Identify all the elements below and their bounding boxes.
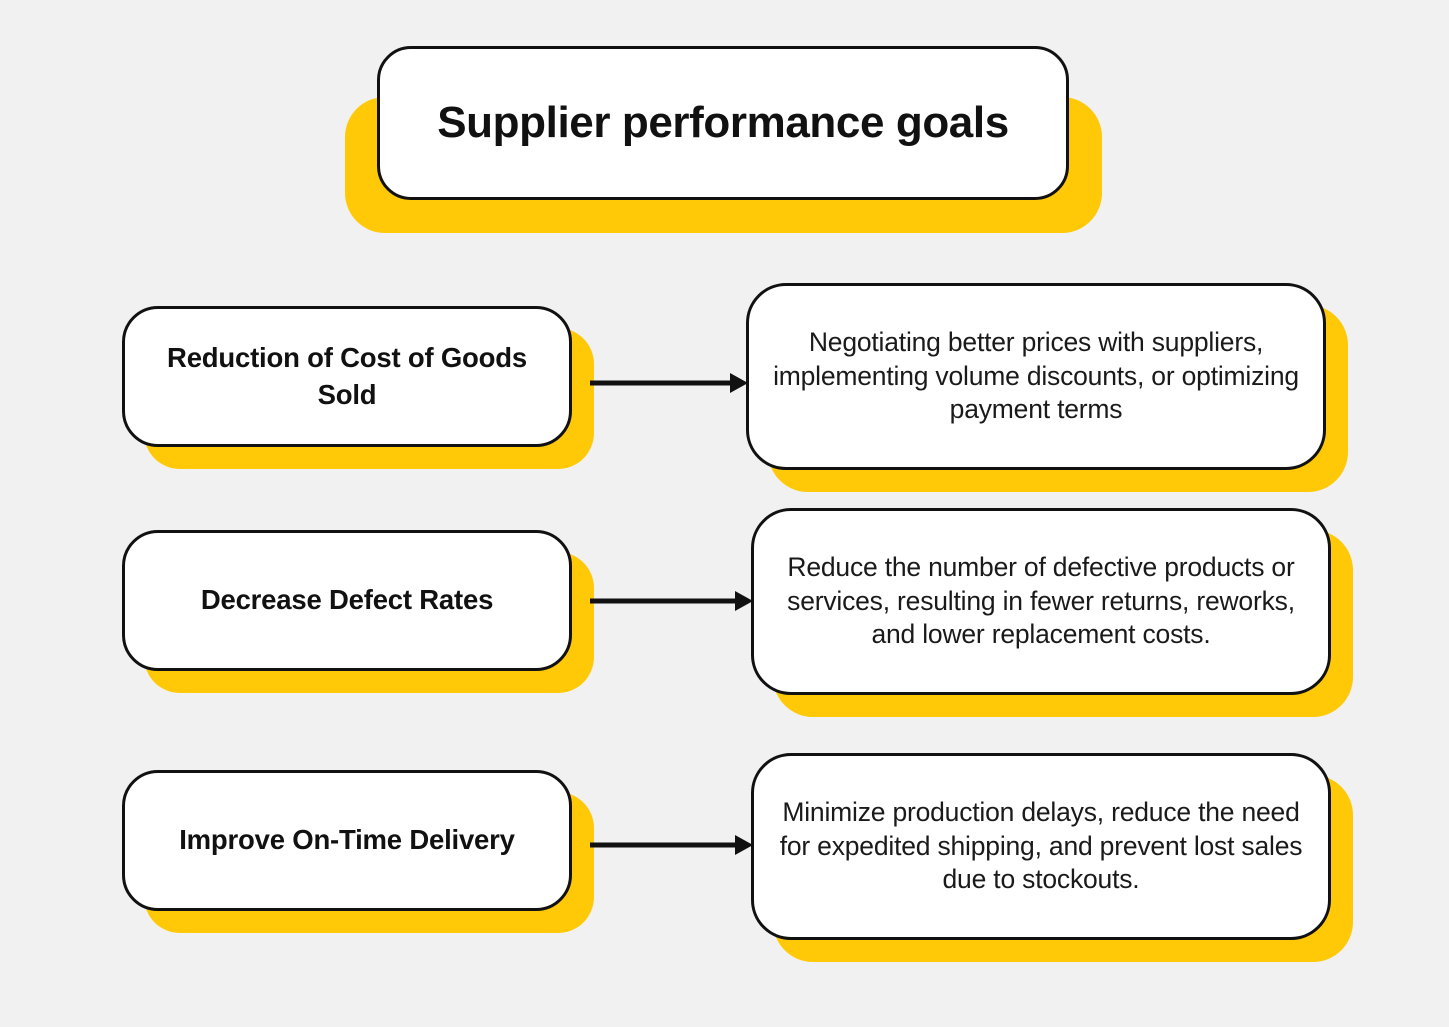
goal-card-1[interactable]: Reduction of Cost of Goods Sold (122, 306, 622, 496)
detail-card-2-panel: Reduce the number of defective products … (751, 508, 1331, 695)
goal-label-1: Reduction of Cost of Goods Sold (167, 342, 527, 410)
connector-arrow-1 (590, 368, 750, 398)
goal-card-3-panel: Improve On-Time Delivery (122, 770, 572, 911)
goal-card-2[interactable]: Decrease Defect Rates (122, 530, 622, 720)
page-title: Supplier performance goals (437, 97, 1009, 147)
detail-label-3: Minimize production delays, reduce the n… (779, 797, 1303, 895)
detail-card-2[interactable]: Reduce the number of defective products … (751, 508, 1381, 738)
goal-card-3[interactable]: Improve On-Time Delivery (122, 770, 622, 960)
detail-card-1[interactable]: Negotiating better prices with suppliers… (746, 283, 1376, 513)
detail-card-1-panel: Negotiating better prices with suppliers… (746, 283, 1326, 470)
detail-card-3[interactable]: Minimize production delays, reduce the n… (751, 753, 1381, 983)
detail-label-1: Negotiating better prices with suppliers… (773, 327, 1299, 425)
connector-arrow-2 (590, 586, 755, 616)
connector-arrow-3 (590, 830, 755, 860)
goal-card-2-panel: Decrease Defect Rates (122, 530, 572, 671)
diagram-title-card: Supplier performance goals (0, 0, 1449, 260)
goal-card-1-panel: Reduction of Cost of Goods Sold (122, 306, 572, 447)
title-card-panel: Supplier performance goals (377, 46, 1069, 200)
goal-label-2: Decrease Defect Rates (200, 584, 494, 616)
detail-card-3-panel: Minimize production delays, reduce the n… (751, 753, 1331, 940)
detail-label-2: Reduce the number of defective products … (787, 552, 1295, 650)
goal-label-3: Improve On-Time Delivery (179, 824, 515, 856)
